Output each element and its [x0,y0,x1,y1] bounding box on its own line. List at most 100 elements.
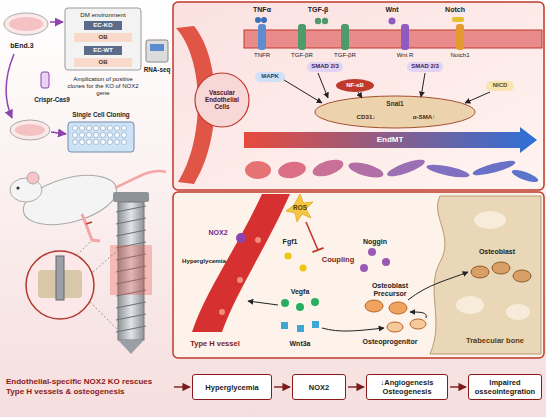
differentiation-arrow [408,272,468,300]
annotation-label: Coupling [316,256,360,265]
vegfa-molecule [296,303,304,311]
well [101,126,106,131]
transitioning-cell [347,160,385,181]
noggin-molecule [382,258,390,266]
bone-pore [456,296,484,314]
node-text: Hyperglycemia [205,383,258,392]
mouse-ear [27,172,39,184]
petri-dish [10,120,50,140]
well [122,140,127,145]
incision [86,222,92,224]
annotation-label: Vascular Endothelial Cells [199,89,245,111]
transwell-insert [84,46,122,55]
receptor [401,24,409,50]
annotation-label: Crispr-Cas9 [29,96,75,103]
endmt-panel [173,2,544,190]
annotation-label: Wnt R [390,52,420,59]
annotation-label: Osteoprogenitor [358,338,422,346]
wells [73,126,127,145]
annotation-label: Type H vessel [185,340,245,349]
node-text: Endothelial-specific NOX2 KO rescues Typ… [6,377,170,396]
thread [116,314,146,320]
annotation-label: NICD [485,82,515,89]
annotation-label: Osteoblast Precursor [363,282,417,298]
zoom-line [78,242,90,254]
cell-layer [9,17,43,31]
transwell-box [65,8,141,70]
annotation-label: Noggin [358,238,392,246]
well [115,133,120,138]
trabecular-bone [430,196,541,354]
wnt3a-molecule [281,322,288,329]
fgf1-molecule [300,265,307,272]
crispr-vial [41,72,49,88]
well [122,126,127,131]
annotation-label: RNA-seq [141,66,173,73]
annotation-label: EC-KO [85,22,121,29]
signal-arrow [421,73,425,97]
sequencer-icon [146,40,168,62]
nfkb-oval [336,79,374,92]
annotation-label: Fgf1 [277,238,303,246]
cell-membrane [244,30,542,48]
osteoblast-cell [492,262,510,274]
thread [116,218,146,224]
signal-arrow [322,328,384,331]
osteoblast-layer [74,58,132,67]
workflow-arrow [51,132,66,134]
annotation-label: EC-WT [85,47,121,54]
red-blood-cell [255,237,261,243]
ros-star [286,194,313,222]
annotation-label: Osteoblast [474,248,520,256]
annotation-label: Wnt [377,6,407,14]
well [87,140,92,145]
wnt3a-molecule [297,325,304,332]
annotation-label: TNFR [248,52,276,59]
progenitor-cell [387,322,403,332]
well [101,133,106,138]
osteoblast-cell [513,270,531,282]
red-blood-cell [237,277,243,283]
noggin-molecule [360,264,368,272]
well [94,133,99,138]
annotation-label: MAPK [255,73,285,80]
well [101,140,106,145]
bone-pore [506,304,530,320]
mouse-eye [16,186,19,189]
well [87,126,92,131]
annotation-label: TGF-β [302,6,334,14]
mesenchymal-cell [385,156,426,179]
annotation-label: EndMT [365,135,415,144]
ligands [255,17,464,25]
annotation-label: Amplication of positive clones for the K… [65,76,141,97]
ligand [452,17,464,22]
osteoblast-cell [471,266,489,278]
precursor-cell [389,302,407,314]
endmt-arrow [244,127,537,153]
screw-head [113,192,149,202]
ligand [389,18,396,25]
flow-arrow [450,386,466,387]
annotation-label: Snai1 [380,100,410,107]
receptor [341,24,349,50]
annotation-label: Wnt3a [285,340,315,348]
annotation-label: α-SMA↑ [406,113,442,120]
process-box: ↓Angiogenesis Osteogenesis [366,374,448,400]
well [108,126,113,131]
mesenchymal-cell [472,158,517,178]
signal-arrow [358,92,362,98]
receptor [258,24,266,50]
cell-layer [15,124,45,136]
zoom-circle [26,251,94,319]
thread [116,206,146,212]
well [115,140,120,145]
mesenchymal-cell [510,167,539,184]
annotation-label: TNFα [246,6,278,14]
nicd-pill [486,81,514,91]
differentiation-arrow [410,312,426,318]
well [73,133,78,138]
process-box: NOX2 [292,374,346,400]
